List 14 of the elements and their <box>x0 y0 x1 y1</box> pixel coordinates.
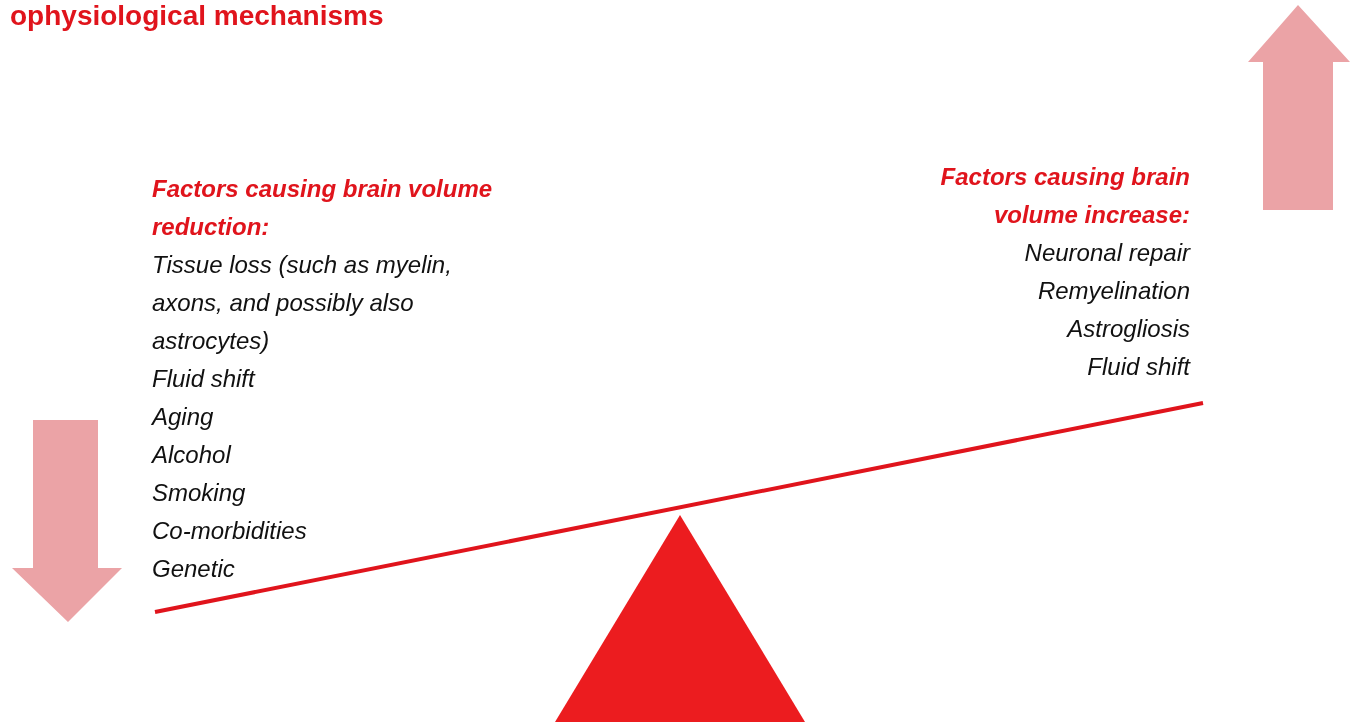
list-item: Alcohol <box>152 440 233 470</box>
list-item: Fluid shift <box>152 364 257 394</box>
list-item: Tissue loss (such as myelin, axons, and possibly also astrocytes) <box>152 250 453 356</box>
heading: Factors causing brain volume reduction: <box>152 174 494 242</box>
list-item: Co-morbidities <box>152 516 308 546</box>
list-item: Astrogliosis <box>1065 314 1190 344</box>
list-item: Smoking <box>152 478 247 508</box>
list-item: Genetic <box>152 554 236 584</box>
list-item: Fluid shift <box>1086 352 1190 382</box>
list-item: Neuronal repair <box>1023 238 1190 268</box>
list-item: Aging <box>152 402 215 432</box>
heading: Factors causing brain volume increase: <box>939 162 1190 230</box>
list-item: Remyelination <box>1036 276 1190 306</box>
title: ophysiological mechanisms <box>10 0 384 32</box>
